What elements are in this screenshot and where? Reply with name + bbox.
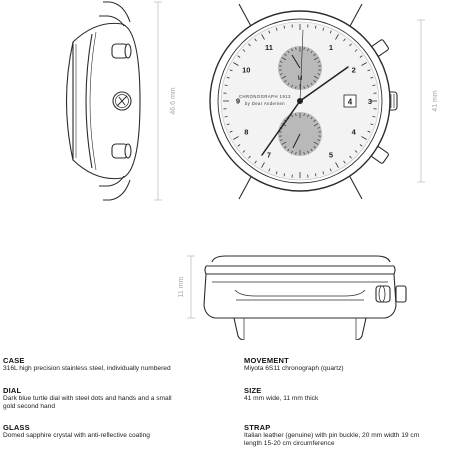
spec-case: CASE 316L high precision stainless steel… [3, 356, 233, 373]
spec-value: 41 mm wide, 11 mm thick [244, 395, 467, 403]
date-value: 4 [348, 98, 353, 107]
spec-label: MOVEMENT [244, 356, 467, 365]
height-dimension: 46.6 mm [154, 2, 177, 200]
bottom-side-view [204, 256, 406, 340]
hour-numeral: 7 [267, 150, 271, 159]
width-dimension-label: 41 mm [432, 90, 439, 112]
spec-value: gold second hand [3, 403, 233, 411]
spec-label: SIZE [244, 386, 467, 395]
side-profile-view [67, 2, 141, 200]
thickness-dimension-label: 11 mm [178, 276, 185, 297]
spec-glass: GLASS Domed sapphire crystal with anti-r… [3, 423, 233, 440]
dial-brand-line2: by Dear Andersen [245, 101, 285, 106]
hour-numeral: 10 [242, 66, 250, 75]
spec-value: Domed sapphire crystal with anti-reflect… [3, 432, 233, 440]
spec-value: 316L high precision stainless steel, ind… [3, 365, 233, 373]
width-dimension: 41 mm [417, 20, 439, 182]
spec-value: Italian leather (genuine) with pin buckl… [244, 432, 467, 440]
hour-numeral: 2 [352, 66, 356, 75]
spec-movement: MOVEMENT Miyota 6S11 chronograph (quartz… [244, 356, 467, 373]
spec-label: STRAP [244, 423, 467, 432]
dial-brand-line1: CHRONOGRAPH 1913 [239, 94, 291, 99]
spec-strap: STRAP Italian leather (genuine) with pin… [244, 423, 467, 449]
height-dimension-label: 46.6 mm [170, 87, 177, 114]
spec-label: DIAL [3, 386, 233, 395]
spec-label: GLASS [3, 423, 233, 432]
spec-label: CASE [3, 356, 233, 365]
hour-numeral: 8 [244, 128, 248, 137]
bottom-subdial [278, 112, 322, 156]
spec-value: Miyota 6S11 chronograph (quartz) [244, 365, 467, 373]
hour-numeral: 1 [329, 43, 333, 52]
hour-numeral: 11 [265, 43, 273, 52]
top-subdial: M [278, 46, 322, 90]
spec-size: SIZE 41 mm wide, 11 mm thick [244, 386, 467, 403]
spec-value: Dark blue turtle dial with steel dots an… [3, 395, 233, 403]
hour-numeral: 5 [329, 150, 333, 159]
thickness-dimension: 11 mm [178, 256, 195, 318]
hour-numeral: 3 [368, 97, 372, 106]
top-subdial-letter: M [298, 76, 303, 82]
spec-list: CASE 316L high precision stainless steel… [0, 341, 467, 448]
spec-dial: DIAL Dark blue turtle dial with steel do… [3, 386, 233, 412]
